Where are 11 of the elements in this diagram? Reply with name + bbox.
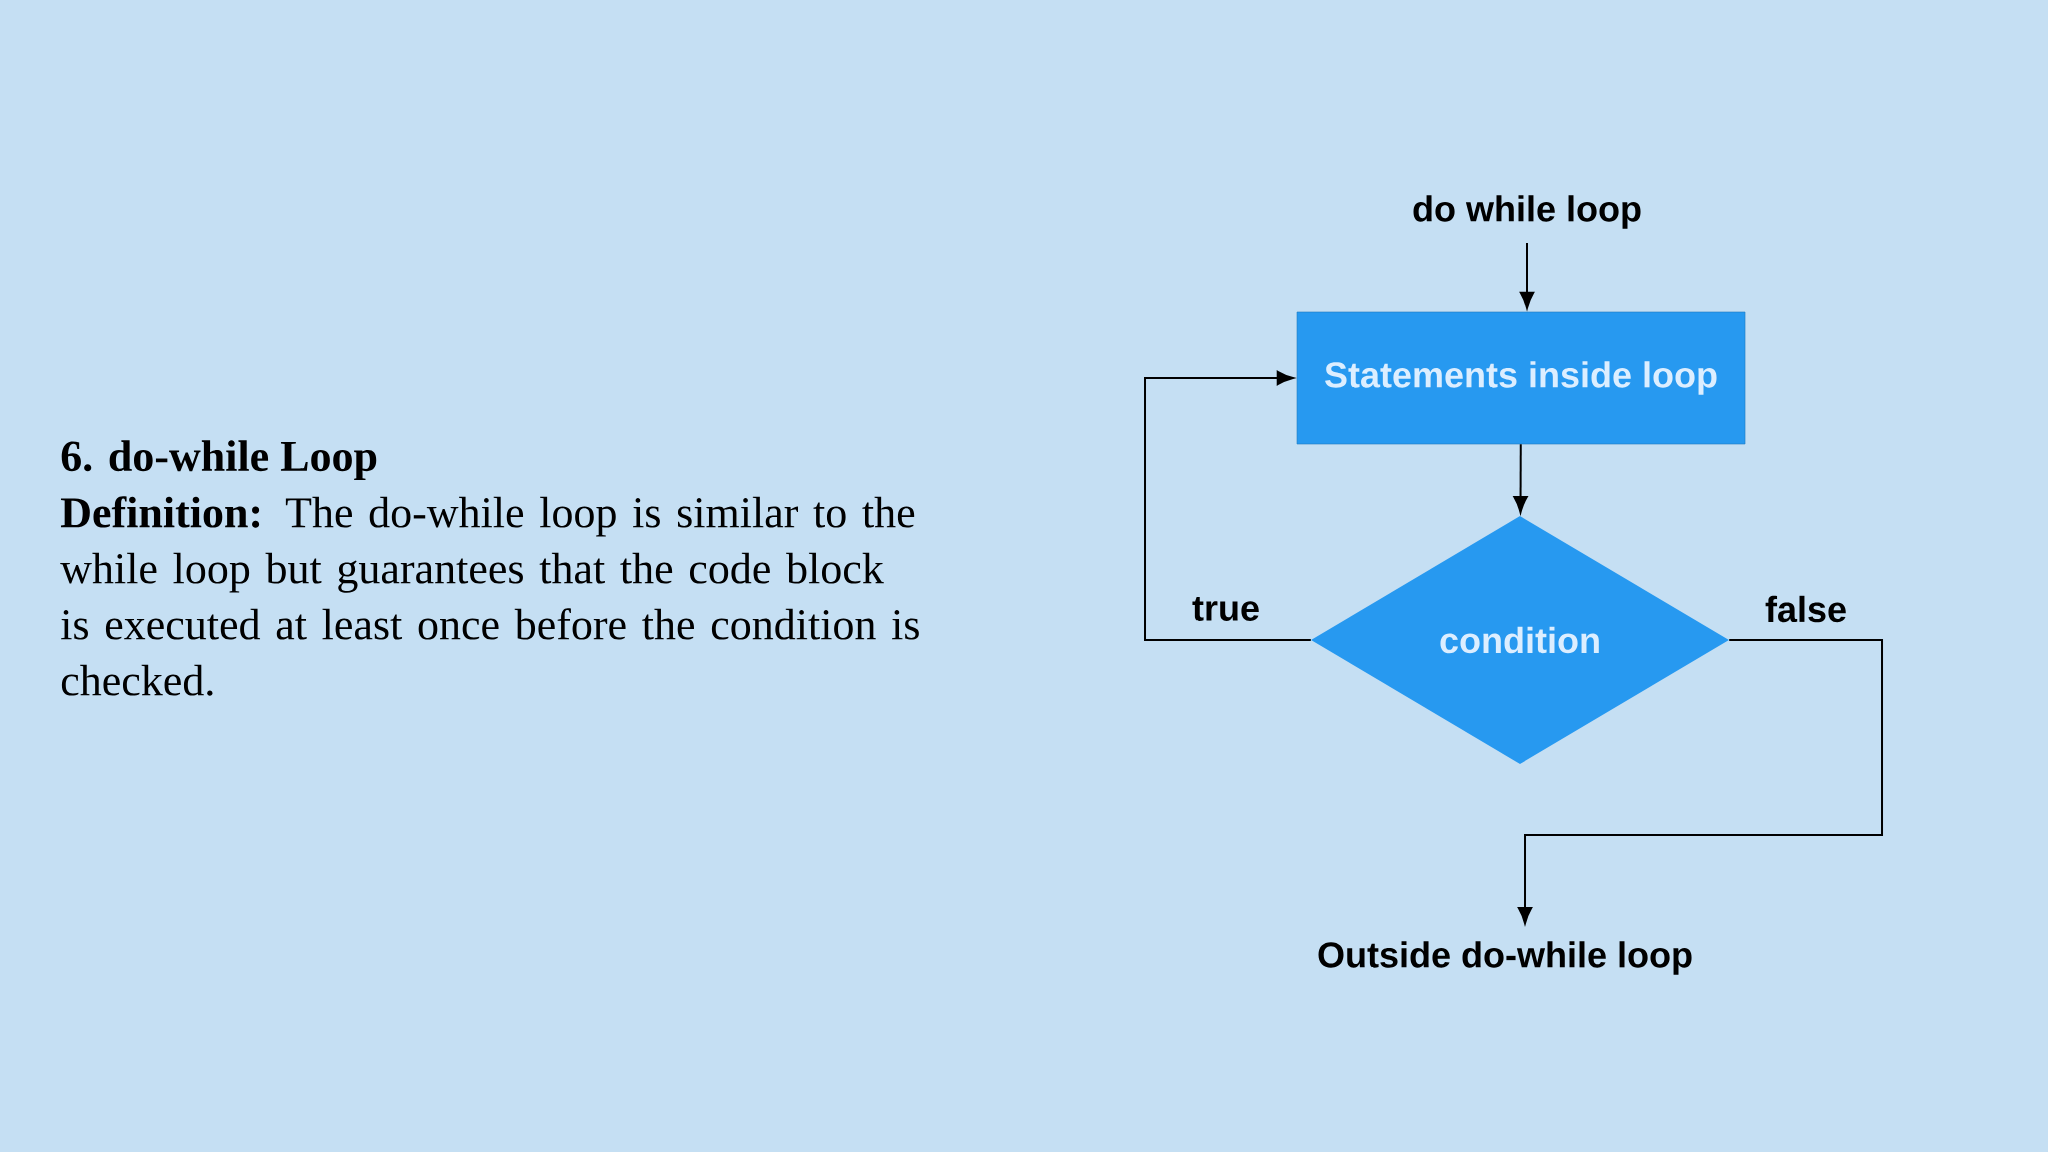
flow-text: do while loop [1413,195,1641,229]
arrow [1513,443,1528,514]
arrow [1519,242,1535,309]
definition-text: Definition: The do-while loop is similar to the while loop but guarantees that the code block is executed at least once before the condition is checked. [60,496,919,696]
edge-label: false [1765,595,1846,623]
edge-label: true [1192,597,1259,621]
heading: 6. do-while Loop [61,440,377,481]
arrow [1517,639,1883,925]
arrow [1144,370,1312,641]
process-box: Statements inside loop [1296,311,1746,445]
flow-text: Outside do-while loop [1318,941,1692,975]
